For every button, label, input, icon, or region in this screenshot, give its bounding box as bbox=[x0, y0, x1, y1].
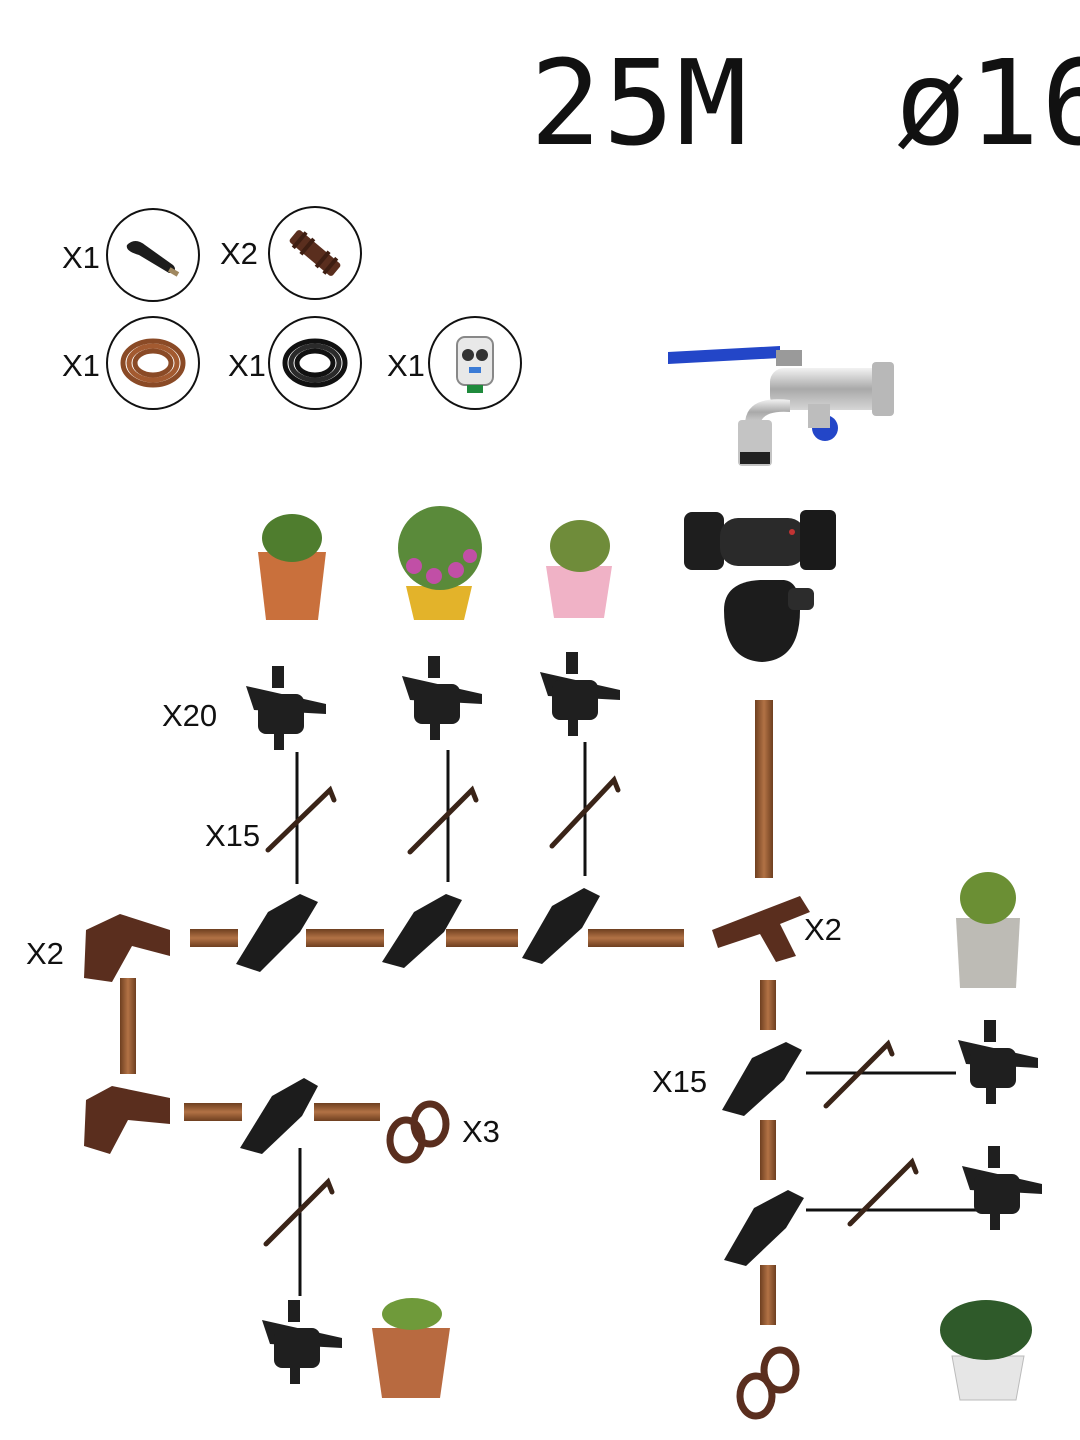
succulent-terracotta-pot-icon bbox=[372, 1298, 450, 1398]
kit-qty-brown-hose: X1 bbox=[62, 348, 100, 383]
succulent-grey-pot-icon bbox=[956, 872, 1020, 988]
page-title: 25M ø16 bbox=[530, 34, 1080, 172]
elbow-connector-icon bbox=[84, 914, 170, 1154]
dripper-icons bbox=[246, 652, 1042, 1384]
black-hose-coil-icon bbox=[268, 316, 362, 410]
faucet-icon bbox=[668, 346, 894, 466]
hole-punch-icon bbox=[106, 208, 200, 302]
succulent-pink-pot-icon bbox=[546, 520, 612, 618]
kit-qty-black-hose: X1 bbox=[228, 348, 266, 383]
kit-qty-timer: X1 bbox=[387, 348, 425, 383]
cactus-pot-icon bbox=[258, 514, 326, 620]
flower-pot-icon bbox=[398, 506, 482, 620]
micro-tubes bbox=[295, 742, 980, 1296]
barbed-tee-qty: X15 bbox=[652, 1064, 708, 1099]
tee-connector-icon bbox=[712, 896, 810, 962]
kit-qty-connector: X2 bbox=[220, 236, 258, 271]
end-plug-qty: X3 bbox=[462, 1114, 500, 1149]
water-timer-icon bbox=[428, 316, 522, 410]
pressure-regulator-icon bbox=[684, 510, 836, 570]
end-plug-icons bbox=[386, 1100, 800, 1420]
tee-qty: X2 bbox=[804, 912, 842, 947]
pipe-segments bbox=[120, 700, 776, 1325]
stake-qty: X15 bbox=[205, 818, 261, 853]
pilea-pot-icon bbox=[940, 1300, 1032, 1401]
kit-qty-punch: X1 bbox=[62, 240, 100, 275]
elbow-qty: X2 bbox=[26, 936, 64, 971]
dripper-qty: X20 bbox=[162, 698, 218, 733]
brown-hose-coil-icon bbox=[106, 316, 200, 410]
straight-connector-icon bbox=[268, 206, 362, 300]
barbed-tee-icons bbox=[236, 888, 804, 1266]
stake-icons bbox=[263, 775, 919, 1247]
hose-adapter-icon bbox=[724, 580, 814, 662]
